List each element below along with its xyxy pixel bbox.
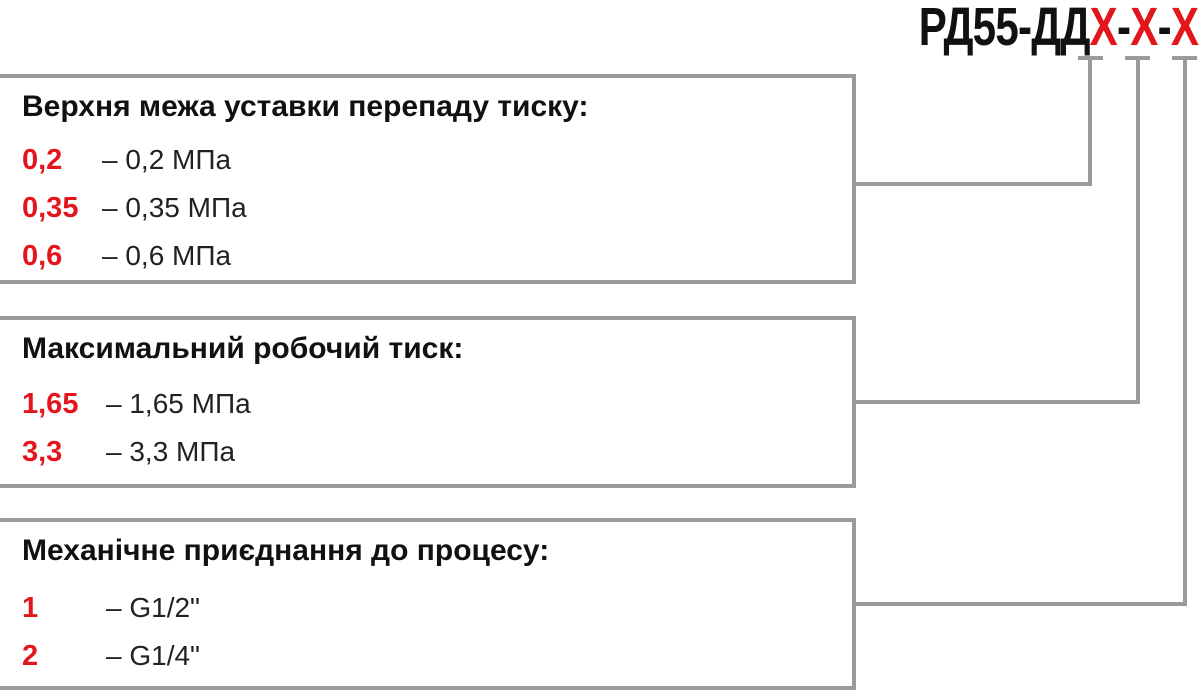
model-code: РД55-ДДX-X-X xyxy=(918,0,1199,60)
option-row: 1 – G1/2" xyxy=(22,588,200,628)
group-title: Максимальний робочий тиск: xyxy=(22,332,464,365)
group-title: Механічне приєднання до процесу: xyxy=(22,534,550,567)
model-part-3-symbol: X xyxy=(1170,0,1199,57)
option-code: 1,65 xyxy=(22,388,79,420)
option-description: – 0,6 МПа xyxy=(102,240,232,271)
connector-line-3-lead xyxy=(856,58,1187,606)
option-row: 3,3 – 3,3 МПа xyxy=(22,432,235,472)
option-code: 3,3 xyxy=(22,436,63,468)
option-description: – G1/4" xyxy=(106,640,200,671)
option-description: – 3,3 МПа xyxy=(106,436,236,467)
option-row: 0,35 – 0,35 МПа xyxy=(22,188,247,228)
group-title: Верхня межа уставки перепаду тиску: xyxy=(22,90,589,123)
max-working-pressure-box: Максимальний робочий тиск: 1,65 – 1,65 МП… xyxy=(0,316,856,488)
option-code: 0,2 xyxy=(22,144,63,176)
option-row: 1,65 – 1,65 МПа xyxy=(22,384,251,424)
option-description: – 0,2 МПа xyxy=(102,144,232,175)
model-prefix: РД55-ДД xyxy=(918,0,1091,57)
option-description: – 1,65 МПа xyxy=(106,388,251,419)
connector-line-2-lead xyxy=(856,58,1140,404)
option-code: 2 xyxy=(22,640,39,672)
option-code: 1 xyxy=(22,592,39,624)
model-part-2-symbol: X xyxy=(1130,0,1158,57)
option-row: 2 – G1/4" xyxy=(22,636,200,676)
option-description: – G1/2" xyxy=(106,592,200,623)
connector-line-1-lead xyxy=(856,58,1092,186)
option-code: 0,6 xyxy=(22,240,63,272)
option-description: – 0,35 МПа xyxy=(102,192,247,223)
model-part-1-symbol: X xyxy=(1089,0,1118,57)
process-connection-box: Механічне приєднання до процесу: 1 – G1/2… xyxy=(0,518,856,690)
model-part-1-separator: - xyxy=(1116,0,1131,57)
upper-setpoint-limit-box: Верхня межа уставки перепаду тиску: 0,2 –… xyxy=(0,74,856,284)
option-row: 0,2 – 0,2 МПа xyxy=(22,140,231,180)
option-row: 0,6 – 0,6 МПа xyxy=(22,236,231,276)
model-part-2-separator: - xyxy=(1157,0,1171,57)
option-code: 0,35 xyxy=(22,192,79,224)
